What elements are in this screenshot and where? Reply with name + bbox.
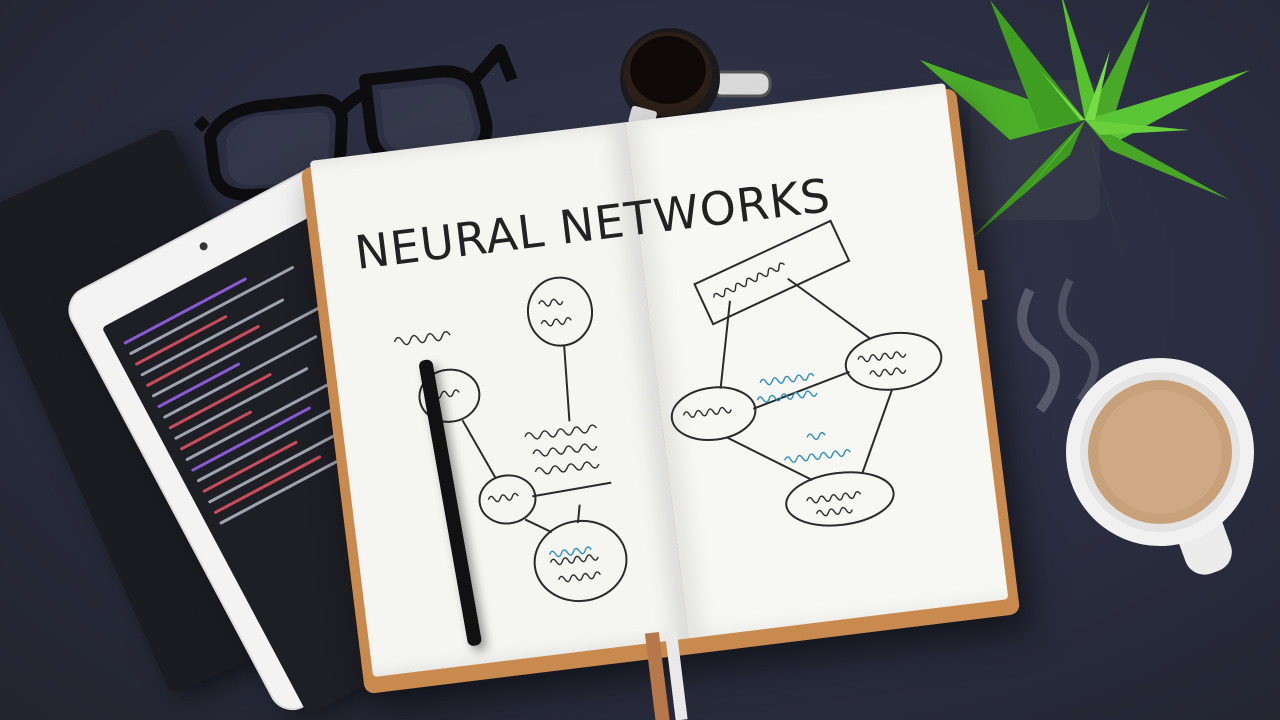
handwritten-diagram: [393, 219, 943, 603]
code-line: [123, 276, 248, 345]
code-line: [202, 440, 298, 494]
code-line: [134, 314, 229, 367]
code-line: [128, 265, 295, 356]
coffee-cup-icon: [1017, 278, 1254, 575]
glasses-icon: [193, 44, 518, 202]
espresso-cup-icon: [620, 28, 772, 129]
tablet-camera: [198, 240, 210, 252]
code-line: [151, 302, 327, 398]
open-notebook: NEURAL NETWORKS: [300, 82, 1021, 720]
code-line: [190, 406, 312, 473]
code-line: [185, 371, 351, 462]
succulent-plant-icon: [920, 0, 1250, 280]
